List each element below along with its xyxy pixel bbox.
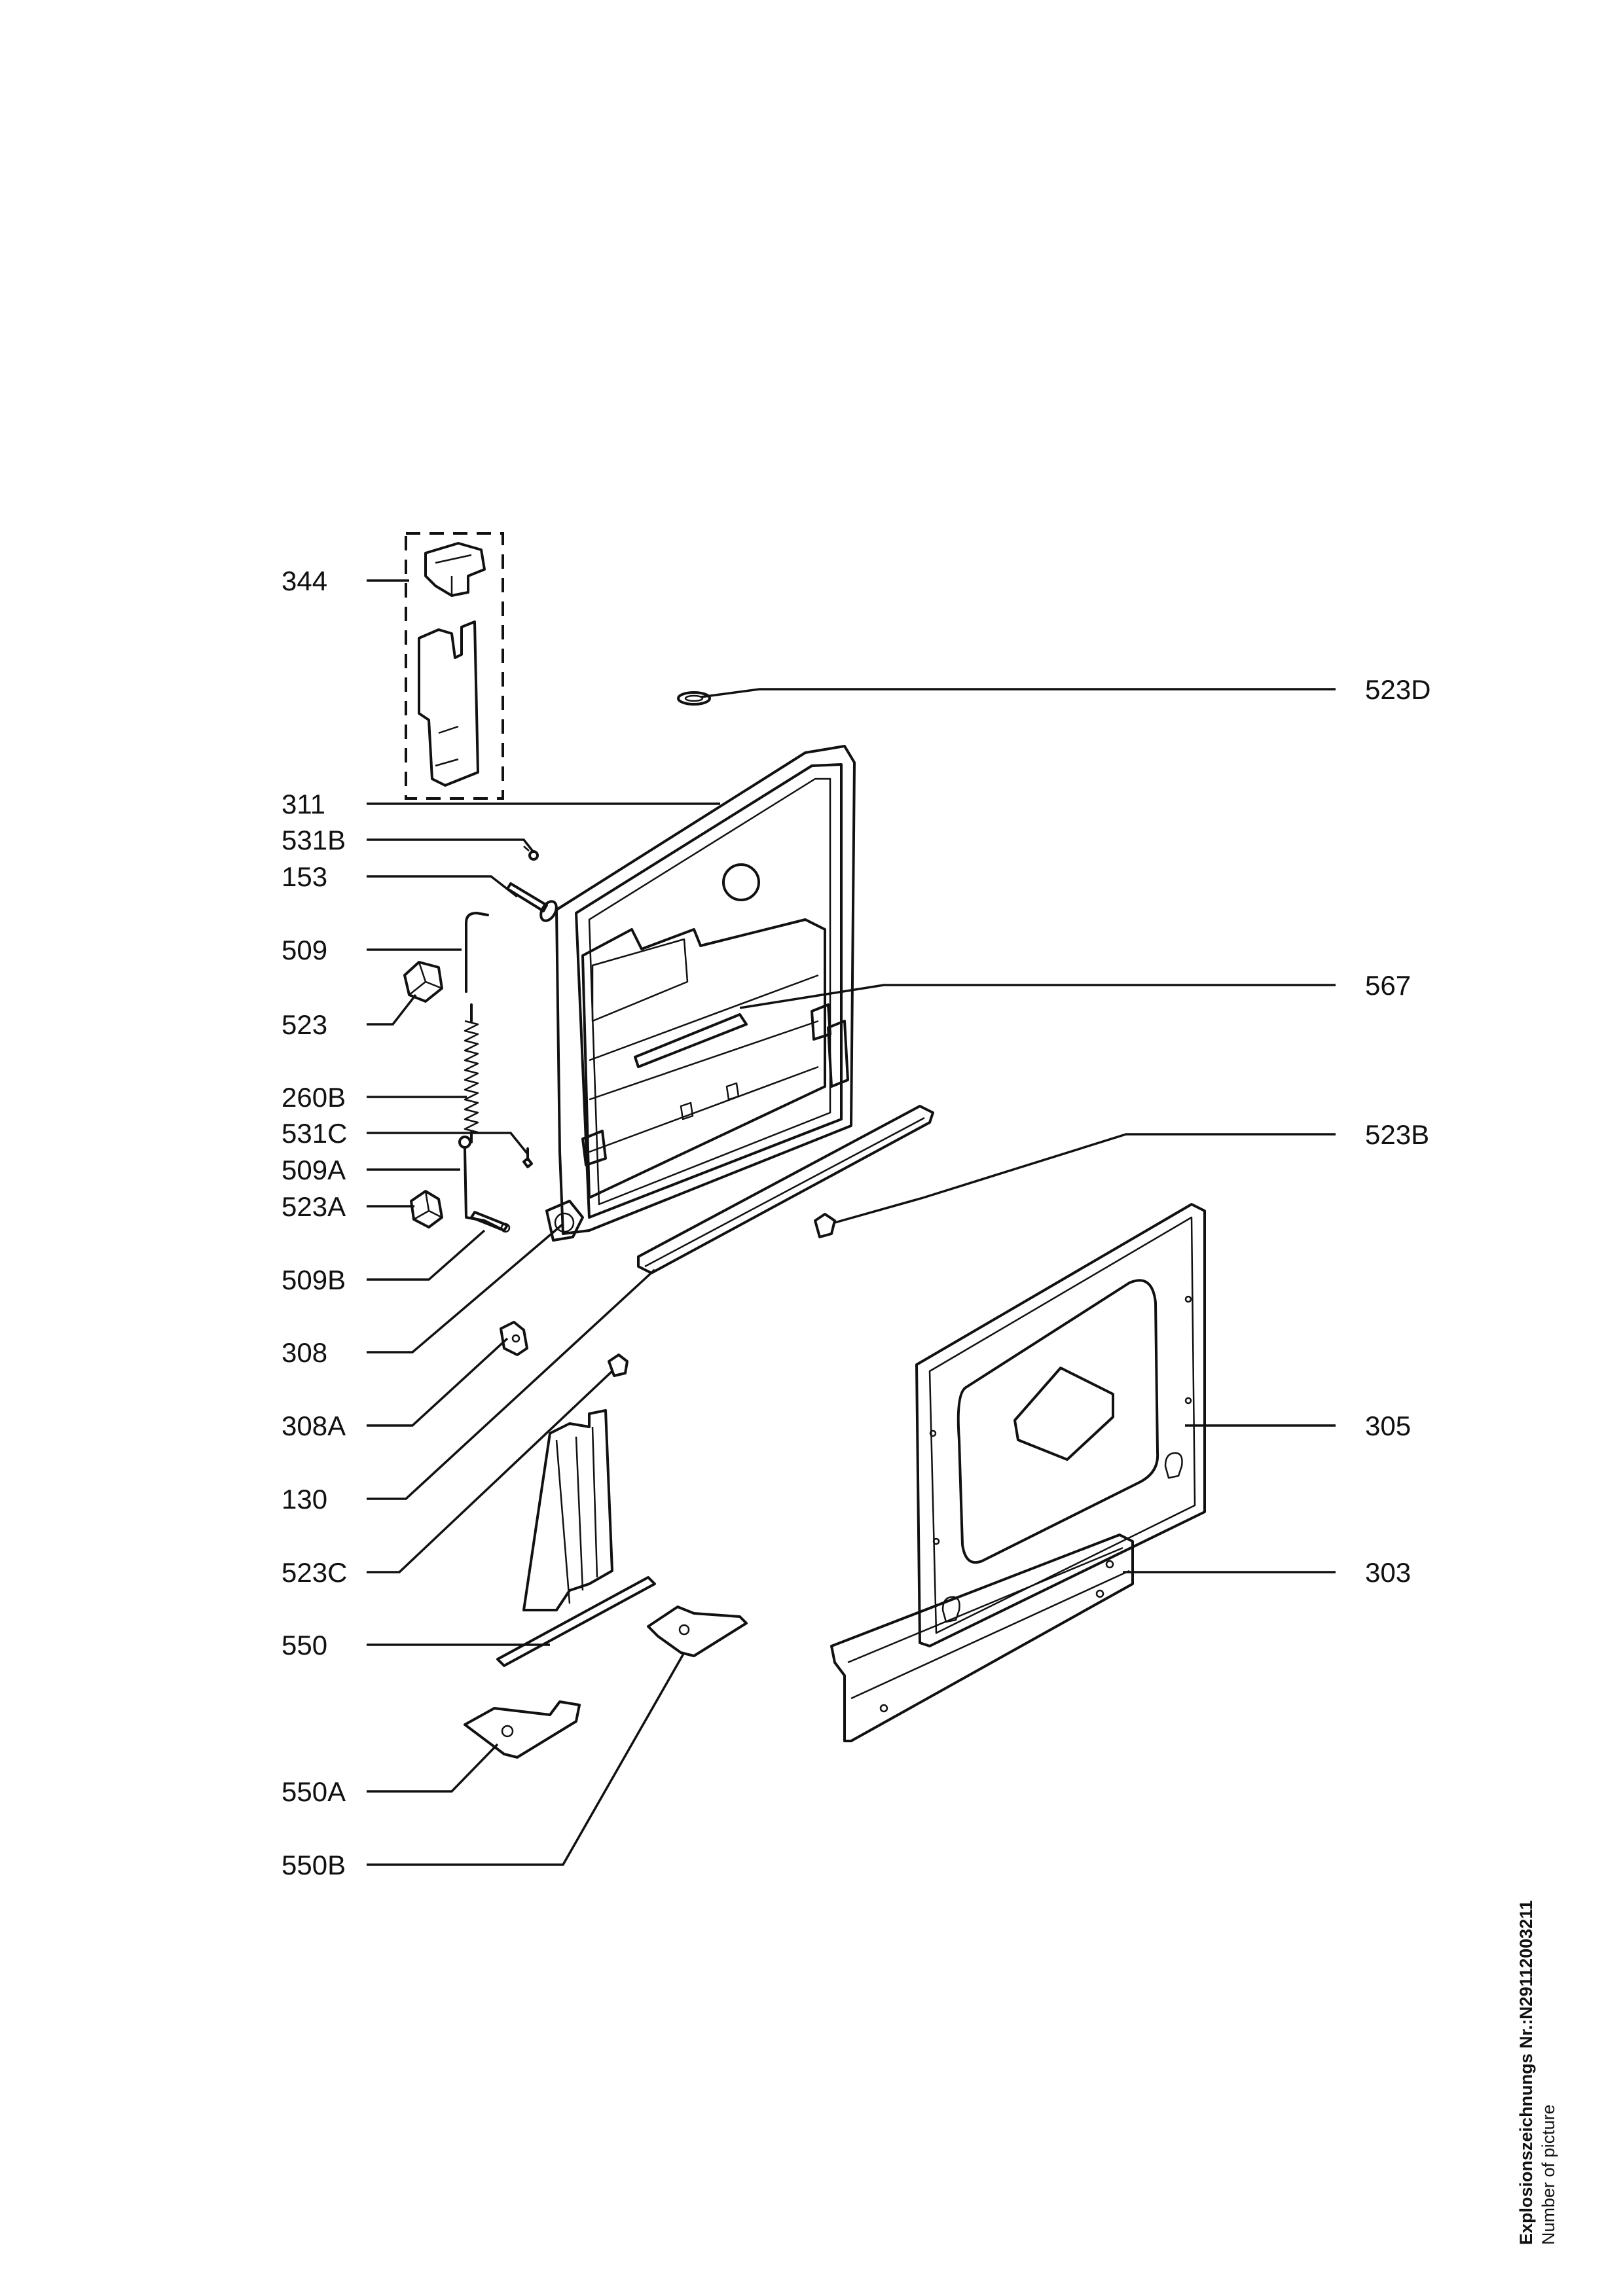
part-550B-bracket — [647, 1605, 748, 1657]
callout-308A: 308A — [282, 1410, 346, 1441]
part-130-rail — [637, 1105, 934, 1274]
part-523-roller — [403, 961, 443, 1003]
part-531C-screw — [522, 1147, 533, 1168]
callout-523C: 523C — [282, 1557, 347, 1588]
callout-308: 308 — [282, 1337, 327, 1368]
callout-509A: 509A — [282, 1155, 346, 1185]
part-523B-clip — [814, 1213, 836, 1238]
callout-130: 130 — [282, 1484, 327, 1515]
leader-lines — [367, 579, 1336, 1866]
callout-labels: 344 523D 311 531B 153 509 567 523 260B 5… — [282, 565, 1431, 1880]
callout-550B: 550B — [282, 1850, 346, 1880]
callout-550: 550 — [282, 1630, 327, 1660]
callout-523: 523 — [282, 1009, 327, 1040]
part-523D-clip — [677, 691, 711, 706]
part-311-door-frame — [545, 745, 856, 1242]
part-303-bottom-rail — [830, 1534, 1134, 1742]
callout-303: 303 — [1365, 1557, 1411, 1588]
part-153-bolt — [506, 882, 558, 922]
callout-509B: 509B — [282, 1265, 346, 1295]
part-344-assembly — [405, 532, 504, 800]
part-260B-spring — [464, 1003, 479, 1143]
drawing-number-text: Explosionszeichnungs Nr.:N29112003211 — [1516, 1900, 1536, 2245]
callout-509: 509 — [282, 935, 327, 965]
part-308A-hinge — [500, 1321, 528, 1356]
callout-531B: 531B — [282, 825, 346, 855]
callout-311: 311 — [282, 789, 325, 819]
drawing-subtitle-text: Number of picture — [1539, 2104, 1558, 2245]
part-550A-bracket — [464, 1700, 581, 1759]
part-509-rod — [465, 912, 489, 993]
callout-260B: 260B — [282, 1082, 346, 1113]
callout-153: 153 — [282, 861, 327, 892]
callout-344: 344 — [282, 565, 327, 596]
callout-523B: 523B — [1365, 1119, 1429, 1150]
part-523C-clip — [608, 1354, 629, 1377]
part-509B-pin — [470, 1211, 511, 1233]
part-550-leg — [496, 1409, 656, 1667]
callout-523D: 523D — [1365, 674, 1431, 705]
callout-523A: 523A — [282, 1191, 346, 1222]
callout-550A: 550A — [282, 1776, 346, 1807]
part-305-side-panel — [915, 1203, 1206, 1647]
callout-531C: 531C — [282, 1118, 347, 1149]
part-523A-roller — [410, 1190, 443, 1229]
callout-305: 305 — [1365, 1410, 1411, 1441]
callout-567: 567 — [1365, 970, 1411, 1001]
footer-drawing-number: Explosionszeichnungs Nr.:N29112003211 Nu… — [1516, 1900, 1558, 2245]
